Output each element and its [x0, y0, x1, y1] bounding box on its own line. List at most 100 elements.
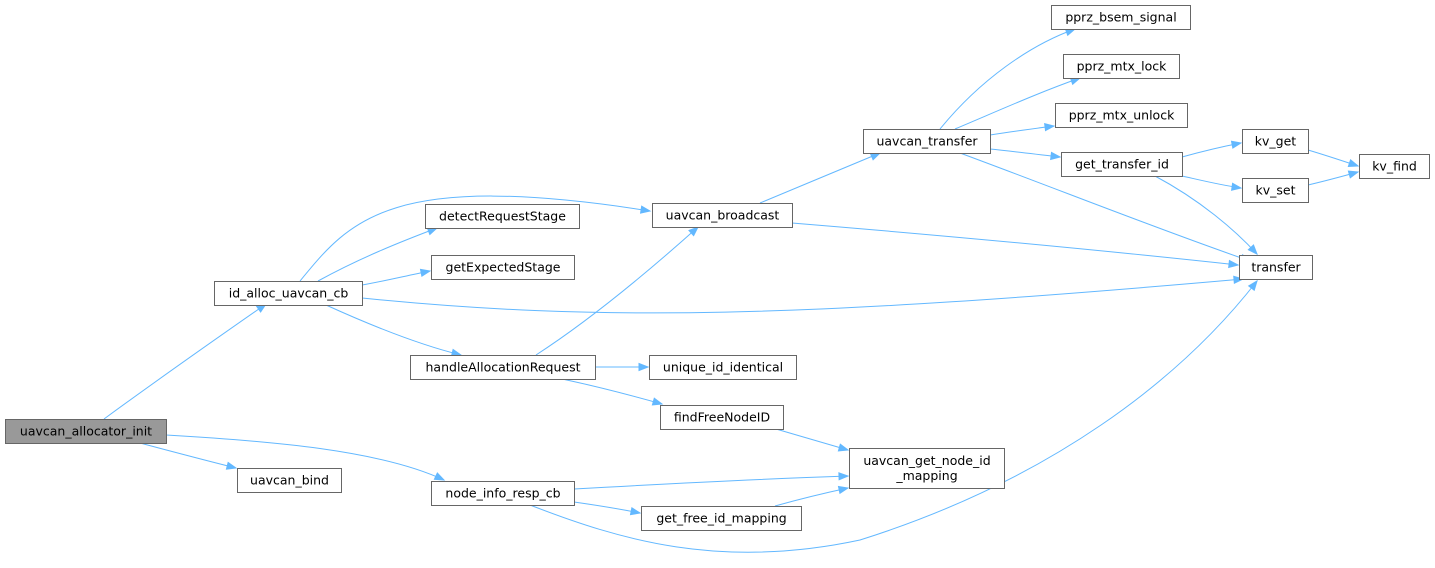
edges-layer — [103, 28, 1360, 553]
arrowhead-uavcan-get-node-id-mapping — [838, 472, 850, 481]
edge-id-alloc-uavcan-cb-to-transfer — [361, 278, 1244, 314]
node-box — [1242, 129, 1309, 154]
node-label: _mapping — [895, 468, 957, 483]
edge-get-free-id-mapping-to-uavcan-get-node-id-mapping — [774, 487, 849, 507]
nodes-layer: uavcan_allocator_initid_alloc_uavcan_cbu… — [5, 5, 1430, 531]
node-pprz-mtx-lock[interactable]: pprz_mtx_lock — [1063, 54, 1180, 79]
arrowhead-transfer — [1233, 275, 1245, 285]
node-box — [1055, 103, 1188, 128]
node-label: get_free_id_mapping — [656, 511, 786, 526]
edge-id-alloc-uavcan-cb-to-handle-allocation-request — [325, 304, 462, 356]
node-label: uavcan_allocator_init — [20, 424, 152, 439]
node-label: findFreeNodeID — [674, 410, 770, 425]
arrowhead-kv-find — [1347, 158, 1360, 168]
edge-find-free-node-id-to-uavcan-get-node-id-mapping — [775, 428, 849, 451]
arrowhead-get-transfer-id — [1050, 151, 1062, 161]
arrowhead-uavcan-broadcast — [688, 226, 700, 237]
node-label: pprz_bsem_signal — [1065, 10, 1176, 25]
edge-uavcan-broadcast-to-uavcan-transfer — [759, 152, 881, 204]
node-box — [641, 506, 802, 531]
node-label: kv_set — [1256, 183, 1296, 198]
node-detect-request-stage[interactable]: detectRequestStage — [425, 204, 580, 229]
node-id-alloc-uavcan-cb[interactable]: id_alloc_uavcan_cb — [214, 281, 363, 306]
node-label: get_transfer_id — [1075, 157, 1169, 172]
arrowhead-transfer — [1247, 244, 1258, 256]
node-label: kv_find — [1372, 159, 1417, 174]
node-node-info-resp-cb[interactable]: node_info_resp_cb — [431, 481, 575, 506]
edge-id-alloc-uavcan-cb-to-detect-request-stage — [317, 227, 438, 282]
node-label: uavcan_bind — [250, 473, 329, 488]
arrowhead-uavcan-broadcast — [639, 205, 652, 214]
node-label: transfer — [1251, 260, 1301, 275]
node-unique-id-identical[interactable]: unique_id_identical — [649, 355, 797, 380]
node-uavcan-broadcast[interactable]: uavcan_broadcast — [652, 203, 793, 228]
edge-handle-allocation-request-to-uavcan-broadcast — [535, 226, 699, 356]
node-box — [1051, 5, 1191, 30]
edge-id-alloc-uavcan-cb-to-get-expected-stage — [361, 270, 431, 286]
node-label: kv_get — [1255, 134, 1297, 149]
edge-uavcan-transfer-to-pprz-bsem-signal — [939, 28, 1076, 130]
edge-uavcan-transfer-to-pprz-mtx-unlock — [989, 125, 1055, 136]
arrowhead-unique-id-identical — [638, 362, 650, 372]
arrowhead-transfer — [1247, 279, 1258, 292]
node-pprz-bsem-signal[interactable]: pprz_bsem_signal — [1051, 5, 1191, 30]
node-label: handleAllocationRequest — [426, 360, 581, 375]
edge-uavcan-allocator-init-to-id-alloc-uavcan-cb — [103, 303, 267, 420]
edge-node-info-resp-cb-to-transfer — [529, 280, 1258, 553]
edge-uavcan-broadcast-to-transfer — [791, 222, 1239, 266]
node-box — [410, 355, 596, 380]
node-box — [649, 355, 797, 380]
arrowhead-uavcan-get-node-id-mapping — [837, 485, 850, 495]
node-uavcan-bind[interactable]: uavcan_bind — [237, 468, 342, 493]
node-kv-get[interactable]: kv_get — [1242, 129, 1309, 154]
node-uavcan-transfer[interactable]: uavcan_transfer — [863, 129, 991, 154]
node-box — [652, 203, 793, 228]
node-label: uavcan_get_node_id — [863, 453, 990, 468]
node-label: pprz_mtx_lock — [1077, 59, 1168, 74]
arrowhead-get-free-id-mapping — [629, 506, 642, 516]
edge-node-info-resp-cb-to-uavcan-get-node-id-mapping — [573, 475, 849, 490]
edge-get-transfer-id-to-transfer — [1154, 175, 1258, 255]
node-box — [425, 204, 580, 229]
edge-node-info-resp-cb-to-get-free-id-mapping — [573, 501, 641, 514]
node-box — [1061, 152, 1183, 177]
node-label: uavcan_transfer — [876, 134, 978, 149]
edge-uavcan-allocator-init-to-node-info-resp-cb — [165, 434, 445, 481]
node-box — [431, 255, 575, 280]
node-transfer[interactable]: transfer — [1239, 255, 1313, 280]
node-box — [237, 468, 342, 493]
edge-uavcan-transfer-to-transfer — [959, 152, 1251, 262]
node-kv-set[interactable]: kv_set — [1242, 178, 1309, 203]
edge-id-alloc-uavcan-cb-to-uavcan-broadcast — [299, 195, 651, 282]
arrowhead-find-free-node-id — [651, 397, 664, 406]
node-pprz-mtx-unlock[interactable]: pprz_mtx_unlock — [1055, 103, 1188, 128]
node-label: detectRequestStage — [439, 209, 566, 224]
edge-uavcan-transfer-to-get-transfer-id — [989, 148, 1061, 158]
node-uavcan-allocator-init[interactable]: uavcan_allocator_init — [5, 419, 167, 444]
node-label: unique_id_identical — [663, 360, 783, 375]
node-get-expected-stage[interactable]: getExpectedStage — [431, 255, 575, 280]
node-get-free-id-mapping[interactable]: get_free_id_mapping — [641, 506, 802, 531]
arrowhead-get-expected-stage — [419, 268, 432, 278]
node-label: pprz_mtx_unlock — [1069, 108, 1175, 123]
node-box — [431, 481, 575, 506]
node-box — [1239, 255, 1313, 280]
node-box — [1242, 178, 1309, 203]
node-find-free-node-id[interactable]: findFreeNodeID — [660, 405, 784, 430]
node-box — [863, 129, 991, 154]
arrowhead-uavcan-get-node-id-mapping — [837, 443, 850, 452]
arrowhead-kv-set — [1230, 182, 1243, 191]
arrowhead-kv-get — [1230, 140, 1243, 149]
node-box — [660, 405, 784, 430]
node-kv-find[interactable]: kv_find — [1359, 154, 1430, 179]
node-label: id_alloc_uavcan_cb — [229, 286, 349, 301]
edge-uavcan-transfer-to-pprz-mtx-lock — [954, 77, 1081, 130]
node-handle-allocation-request[interactable]: handleAllocationRequest — [410, 355, 596, 380]
node-label: node_info_resp_cb — [445, 486, 560, 501]
edge-uavcan-allocator-init-to-uavcan-bind — [139, 442, 237, 469]
node-box — [849, 448, 1005, 489]
node-get-transfer-id[interactable]: get_transfer_id — [1061, 152, 1183, 177]
node-uavcan-get-node-id-mapping[interactable]: uavcan_get_node_id_mapping — [849, 448, 1005, 489]
node-box — [1063, 54, 1180, 79]
